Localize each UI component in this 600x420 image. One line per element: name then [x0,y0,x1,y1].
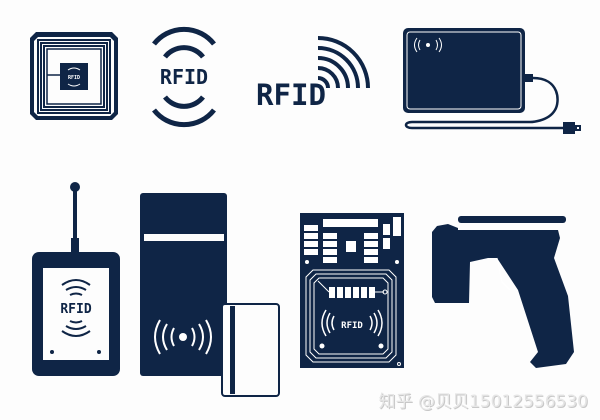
logo-rfid-label: RFID [256,78,326,112]
rfid-signal-badge-icon [152,26,216,128]
access-terminal-icon [140,193,227,376]
usb-reader-pad-icon [403,28,581,134]
board-rfid-label: RFID [341,321,363,331]
rfid-tag-icon: RFID [30,32,118,120]
rfid-wave-icon [317,36,370,89]
circuit-board-icon [300,213,404,368]
handheld-rfid-label: RFID [60,302,91,317]
handheld-reader-icon [32,182,120,376]
scanner-gun-icon [432,216,574,368]
watermark: 知乎 @贝贝15012556530 [378,392,588,412]
rfid-card-icon [221,303,280,397]
badge-rfid-label: RFID [160,65,208,89]
svg-text:RFID: RFID [68,75,80,81]
